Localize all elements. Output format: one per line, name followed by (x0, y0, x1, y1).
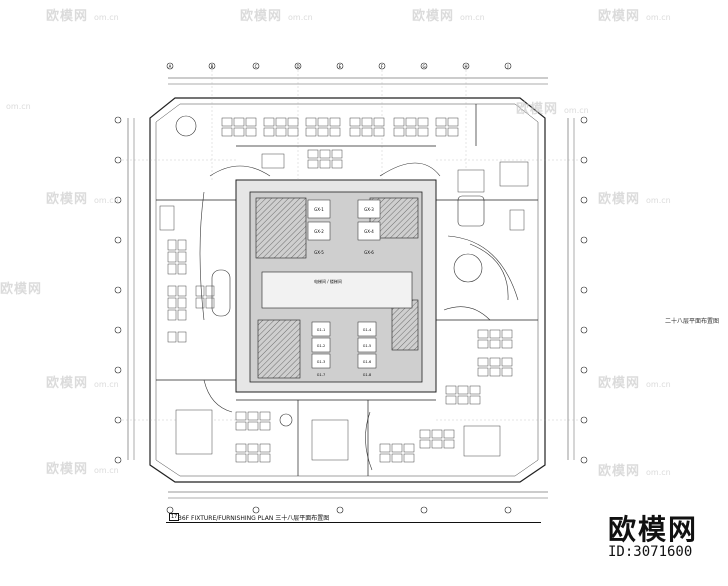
site-id: ID:3071600 (608, 544, 693, 560)
watermark-domain: om.cn (564, 106, 589, 115)
grid-label-C: C (255, 64, 258, 69)
watermark-brand: 欧模网 (46, 9, 89, 24)
watermark-brand: 欧模网 (598, 192, 641, 207)
core-room-label: G1-2 (317, 344, 325, 348)
watermark: 欧模网 om.cn (46, 188, 119, 207)
core-room-label: GX-3 (364, 207, 374, 212)
watermark-domain: om.cn (94, 13, 119, 22)
grid-label-G: G (422, 64, 425, 69)
watermark: 欧模网 om.cn (412, 5, 485, 24)
grid-label-F: F (381, 64, 384, 69)
core-label: 电梯间 / 楼梯间 (314, 279, 342, 284)
watermark: 欧模网 om.cn (598, 188, 671, 207)
grid-label-J: J (506, 64, 508, 69)
core-room-label: GX-2 (314, 229, 324, 234)
drawing-number: 17 (169, 513, 180, 521)
watermark-brand: 欧模网 (46, 462, 89, 477)
watermark-brand: 欧模网 (598, 464, 641, 479)
watermark-domain: om.cn (646, 380, 671, 389)
watermark-domain: om.cn (288, 13, 313, 22)
side-room-label: 二十八层平面布置图 (665, 318, 720, 325)
grid-label-D: D (296, 64, 299, 69)
watermark-brand: 欧模网 (0, 282, 43, 297)
core-room-label: G1-3 (317, 360, 325, 364)
watermark: 欧模网 om.cn (598, 372, 671, 391)
watermark: 欧模网 om.cn (46, 5, 119, 24)
watermark-domain: om.cn (94, 466, 119, 475)
watermark: 欧模网 om.cn (46, 372, 119, 391)
watermark-brand: 欧模网 (598, 376, 641, 391)
plan-caption: 36F FIXTURE/FURNISHING PLAN 三十八层平面布置图 (178, 515, 330, 522)
watermark-domain: om.cn (6, 102, 31, 111)
watermark: om.cn (0, 98, 31, 113)
core-room-label: G1-8 (363, 373, 371, 377)
watermark-domain: om.cn (646, 13, 671, 22)
watermark-domain: om.cn (460, 13, 485, 22)
grid-label-H: H (464, 64, 467, 69)
core-room-label: GX-4 (364, 229, 374, 234)
core-room-label: G1-1 (317, 328, 325, 332)
watermark: 欧模网 (0, 278, 42, 297)
site-name: 欧模网 (608, 513, 699, 546)
watermark-domain: om.cn (94, 196, 119, 205)
watermark-domain: om.cn (94, 380, 119, 389)
core-room-label: G1-7 (317, 373, 325, 377)
watermark: 欧模网 om.cn (240, 5, 313, 24)
caption-rule (166, 522, 541, 523)
core-room-label: GX-6 (364, 250, 374, 255)
watermark-brand: 欧模网 (516, 102, 559, 117)
grid-label-B: B (211, 64, 214, 69)
watermark-domain: om.cn (646, 196, 671, 205)
watermark-brand: 欧模网 (240, 9, 283, 24)
watermark-brand: 欧模网 (46, 192, 89, 207)
watermark-brand: 欧模网 (598, 9, 641, 24)
core-room-label: G1-5 (363, 344, 371, 348)
watermark-brand: 欧模网 (46, 376, 89, 391)
core-room-label: GX-5 (314, 250, 324, 255)
core-room-label: GX-1 (314, 207, 324, 212)
core-room-label: G1-6 (363, 360, 371, 364)
watermark: 欧模网 om.cn (516, 98, 589, 117)
watermark: 欧模网 om.cn (46, 458, 119, 477)
watermark: 欧模网 om.cn (598, 5, 671, 24)
watermark-brand: 欧模网 (412, 9, 455, 24)
grid-label-E: E (339, 64, 342, 69)
grid-label-A: A (169, 64, 172, 69)
watermark-domain: om.cn (646, 468, 671, 477)
watermark: 欧模网 om.cn (598, 460, 671, 479)
core-room-label: G1-4 (363, 328, 372, 332)
